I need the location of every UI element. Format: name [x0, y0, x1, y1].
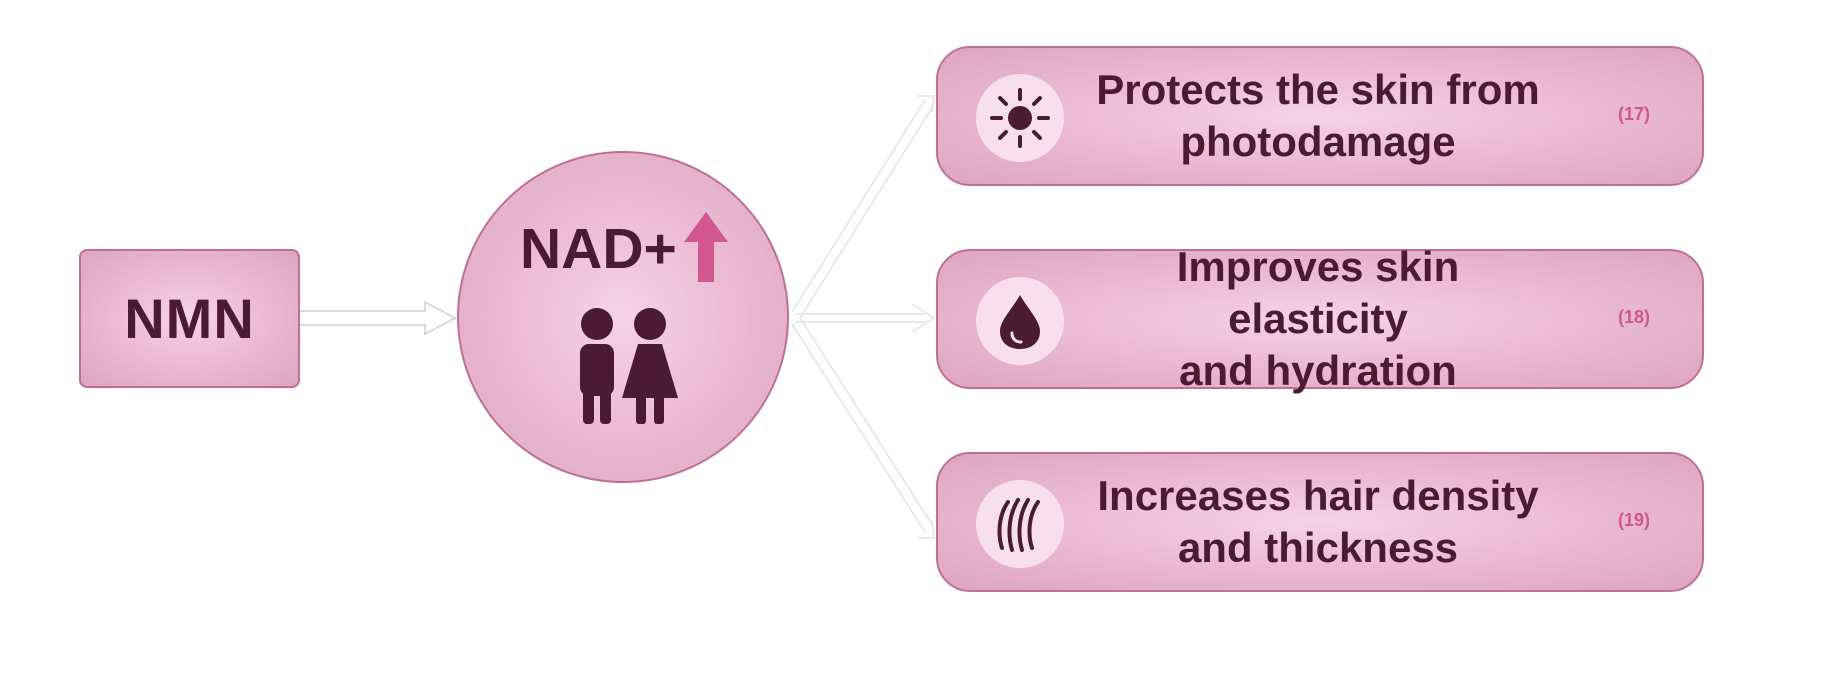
hair-strands-icon: [997, 498, 1040, 552]
arrow-to-benefit-3: [791, 317, 935, 539]
benefit-label-line2: photodamage: [1180, 118, 1456, 165]
benefit-label-line1: Improves skin elasticity: [1176, 243, 1460, 342]
nmn-label: NMN: [124, 287, 255, 350]
arrow-to-benefit-2: [795, 303, 936, 333]
up-arrow-icon: [684, 212, 728, 282]
benefit-label-line2: and hydration: [1179, 347, 1457, 394]
benefit-hair: Increases hair density and thickness (19…: [936, 452, 1704, 592]
benefit-elasticity: Improves skin elasticity and hydration (…: [936, 243, 1704, 394]
benefit-label-line1: Increases hair density: [1097, 472, 1539, 519]
citation-ref: (17): [1617, 104, 1650, 124]
benefit-label: Increases hair density and thickness: [1088, 454, 1548, 590]
benefit-photodamage: Protects the skin from photodamage (17): [936, 46, 1704, 186]
people-icon: [580, 308, 678, 424]
sun-icon: [990, 88, 1050, 148]
water-drop-icon: [1000, 295, 1040, 349]
benefit-label-line2: and thickness: [1177, 524, 1459, 571]
citation-ref: (18): [1617, 307, 1650, 327]
arrow-nmn-to-nad: [300, 300, 457, 336]
benefit-icon-circle: [976, 277, 1064, 365]
benefit-label: Protects the skin from photodamage: [1088, 48, 1548, 184]
nad-label: NAD+: [520, 217, 677, 281]
nad-circle: [457, 151, 789, 483]
arrow-to-benefit-1: [791, 95, 935, 319]
benefit-icon-circle: [976, 480, 1064, 568]
nmn-box: NMN: [79, 249, 300, 388]
benefit-icon-circle: [976, 74, 1064, 162]
citation-ref: (19): [1617, 510, 1650, 530]
benefit-label-line1: Protects the skin from: [1096, 66, 1540, 113]
benefit-label: Improves skin elasticity and hydration: [1088, 243, 1548, 394]
